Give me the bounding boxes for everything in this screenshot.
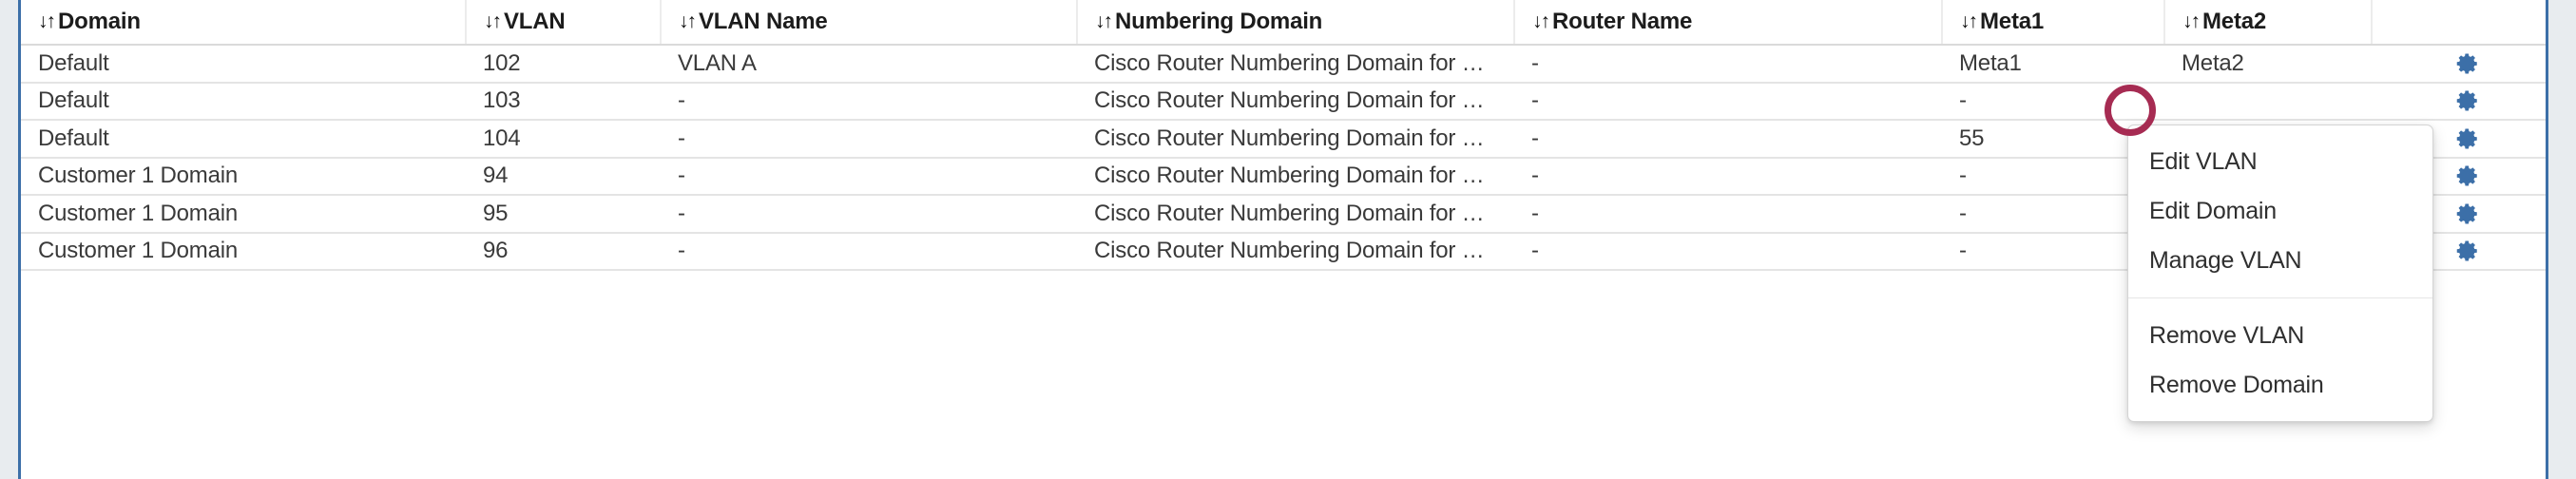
cell-meta1: - <box>1942 82 2164 121</box>
menu-item-remove-vlan[interactable]: Remove VLAN <box>2149 322 2305 349</box>
sort-icon[interactable]: ↓↑ <box>38 10 56 32</box>
gear-icon[interactable] <box>2455 201 2480 226</box>
sort-icon[interactable]: ↓↑ <box>1960 10 1978 32</box>
action-dropdown-menu[interactable]: Edit VLAN Edit Domain Manage VLAN Remove… <box>2127 125 2433 422</box>
cell-numbering-domain: Cisco Router Numbering Domain for … <box>1077 195 1514 234</box>
cell-vlan: 104 <box>466 120 661 159</box>
column-header-label: Meta2 <box>2202 9 2267 34</box>
cell-router-name: - <box>1514 82 1942 121</box>
sort-icon[interactable]: ↓↑ <box>1532 10 1550 32</box>
sort-icon[interactable]: ↓↑ <box>484 10 502 32</box>
cell-vlan-name: VLAN A <box>661 45 1077 84</box>
cell-router-name: - <box>1514 120 1942 159</box>
table-row[interactable]: Default 103 - Cisco Router Numbering Dom… <box>21 82 2546 121</box>
column-header-meta1[interactable]: ↓↑Meta1 <box>1941 0 2164 46</box>
cell-domain: Default <box>21 45 466 84</box>
cell-domain: Default <box>21 82 466 121</box>
cell-actions[interactable] <box>2372 45 2546 84</box>
gear-icon[interactable] <box>2455 126 2480 151</box>
column-header-label: Meta1 <box>1980 9 2045 34</box>
gear-icon[interactable] <box>2455 51 2480 76</box>
column-header-label: VLAN <box>504 9 566 34</box>
cell-meta2 <box>2164 82 2372 121</box>
cell-numbering-domain: Cisco Router Numbering Domain for … <box>1077 120 1514 159</box>
column-header-router-name[interactable]: ↓↑Router Name <box>1513 0 1942 46</box>
menu-item-remove-domain[interactable]: Remove Domain <box>2149 372 2324 398</box>
cell-numbering-domain: Cisco Router Numbering Domain for … <box>1077 157 1514 196</box>
menu-item-manage-vlan[interactable]: Manage VLAN <box>2149 247 2302 274</box>
gear-icon[interactable] <box>2455 163 2480 188</box>
cell-router-name: - <box>1514 45 1942 84</box>
gear-icon[interactable] <box>2455 239 2480 263</box>
cell-router-name: - <box>1514 232 1942 271</box>
cell-router-name: - <box>1514 195 1942 234</box>
cell-vlan: 95 <box>466 195 661 234</box>
column-header-label: Numbering Domain <box>1115 9 1323 34</box>
column-header-numbering-domain[interactable]: ↓↑Numbering Domain <box>1076 0 1514 46</box>
table-row[interactable]: Default 102 VLAN A Cisco Router Numberin… <box>21 45 2546 84</box>
table-header: ↓↑Domain ↓↑VLAN ↓↑VLAN Name ↓↑Numbering … <box>21 0 2546 46</box>
cell-vlan: 102 <box>466 45 661 84</box>
cell-vlan-name: - <box>661 157 1077 196</box>
cell-vlan: 94 <box>466 157 661 196</box>
column-header-meta2[interactable]: ↓↑Meta2 <box>2163 0 2372 46</box>
column-header-actions <box>2371 0 2546 46</box>
cell-router-name: - <box>1514 157 1942 196</box>
cell-numbering-domain: Cisco Router Numbering Domain for … <box>1077 82 1514 121</box>
cell-meta2: Meta2 <box>2164 45 2372 84</box>
table-header-row: ↓↑Domain ↓↑VLAN ↓↑VLAN Name ↓↑Numbering … <box>21 0 2546 46</box>
sort-icon[interactable]: ↓↑ <box>2182 10 2201 32</box>
cell-vlan-name: - <box>661 82 1077 121</box>
menu-item-edit-vlan[interactable]: Edit VLAN <box>2149 148 2258 175</box>
column-header-label: Domain <box>58 9 141 34</box>
sort-icon[interactable]: ↓↑ <box>1095 10 1113 32</box>
cell-domain: Default <box>21 120 466 159</box>
cell-meta1: Meta1 <box>1942 45 2164 84</box>
cell-domain: Customer 1 Domain <box>21 195 466 234</box>
cell-domain: Customer 1 Domain <box>21 157 466 196</box>
cell-vlan-name: - <box>661 232 1077 271</box>
cell-domain: Customer 1 Domain <box>21 232 466 271</box>
menu-item-edit-domain[interactable]: Edit Domain <box>2149 198 2277 224</box>
cell-vlan-name: - <box>661 120 1077 159</box>
cell-numbering-domain: Cisco Router Numbering Domain for … <box>1077 45 1514 84</box>
cell-vlan-name: - <box>661 195 1077 234</box>
column-header-label: Router Name <box>1552 9 1693 34</box>
cell-numbering-domain: Cisco Router Numbering Domain for … <box>1077 232 1514 271</box>
cell-actions[interactable] <box>2372 82 2546 121</box>
column-header-domain[interactable]: ↓↑Domain <box>21 0 466 46</box>
menu-divider <box>2128 297 2432 298</box>
cell-vlan: 103 <box>466 82 661 121</box>
gear-icon[interactable] <box>2455 88 2480 113</box>
sort-icon[interactable]: ↓↑ <box>679 10 697 32</box>
column-header-label: VLAN Name <box>699 9 828 34</box>
column-header-vlan-name[interactable]: ↓↑VLAN Name <box>660 0 1077 46</box>
cell-vlan: 96 <box>466 232 661 271</box>
column-header-vlan[interactable]: ↓↑VLAN <box>465 0 661 46</box>
